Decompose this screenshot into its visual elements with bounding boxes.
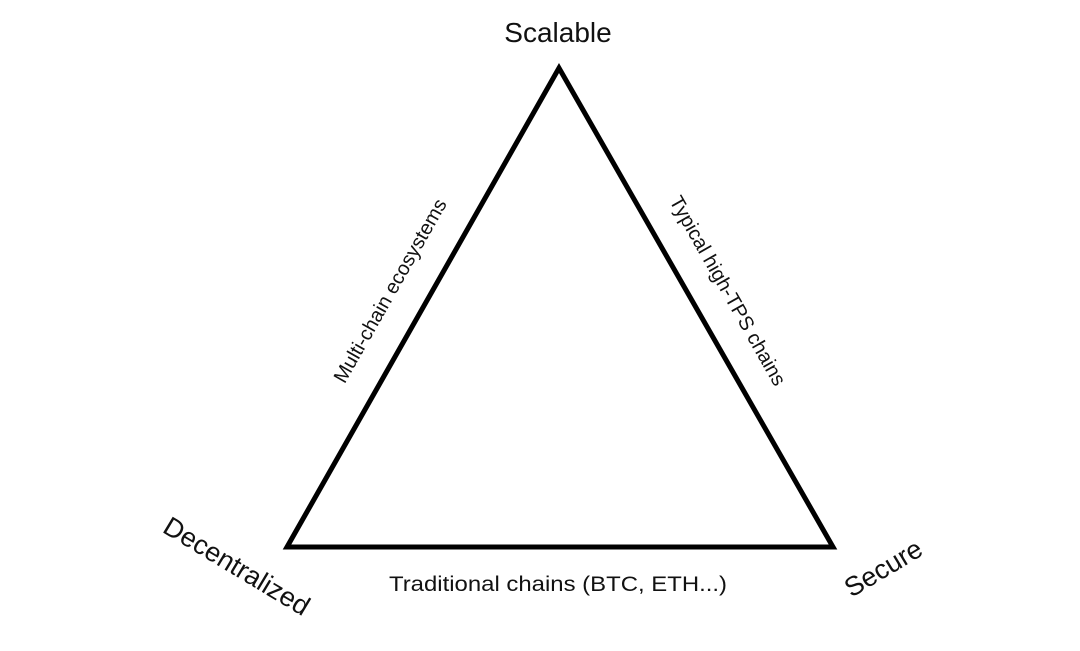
edge-label-traditional: Traditional chains (BTC, ETH...) bbox=[389, 573, 727, 596]
vertex-label-scalable: Scalable bbox=[504, 17, 611, 48]
vertex-label-decentralized: Decentralized bbox=[158, 511, 315, 622]
trilemma-triangle bbox=[282, 62, 838, 550]
vertex-label-secure: Secure bbox=[839, 533, 928, 603]
